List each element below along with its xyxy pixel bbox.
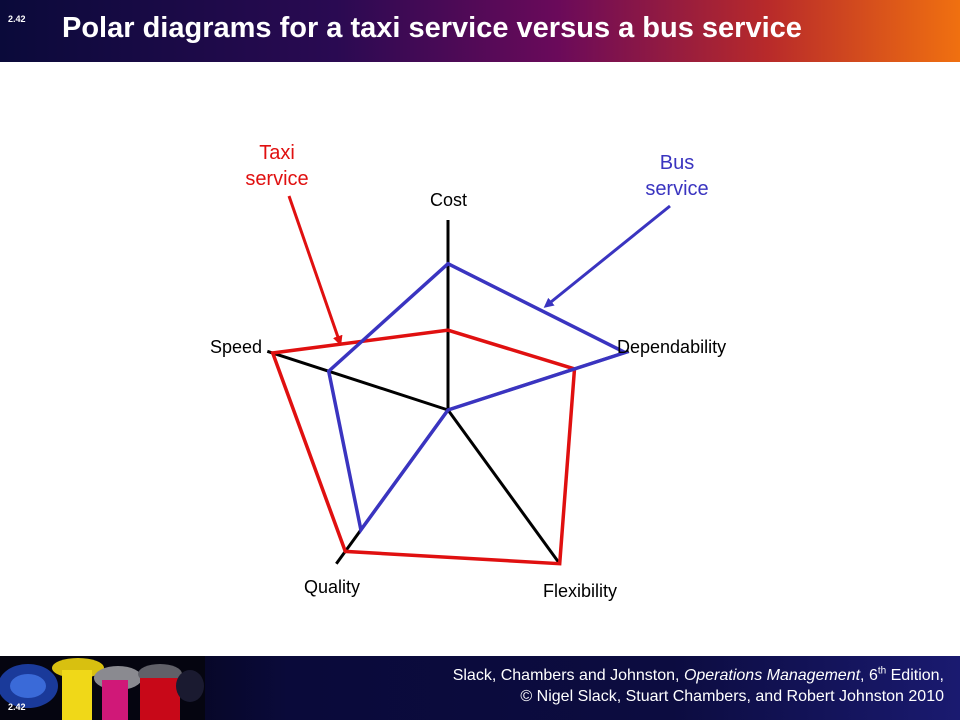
citation-authors: Slack, Chambers and Johnston, <box>452 667 684 684</box>
footer-bar: 2.42 Slack, Chambers and Johnston, Opera… <box>0 656 960 720</box>
slide-title: Polar diagrams for a taxi service versus… <box>62 12 802 44</box>
axis-label-dependability: Dependability <box>617 337 727 357</box>
bus-service-label: Bus service <box>645 152 709 200</box>
bus-callout-arrow <box>543 204 671 308</box>
axis-label-flexibility: Flexibility <box>543 581 618 601</box>
citation-edition-post: Edition, <box>886 667 944 684</box>
taxi-service-label: Taxi service <box>245 142 309 190</box>
taxi-service-polygon <box>270 328 577 566</box>
citation-copyright: © Nigel Slack, Stuart Chambers, and Robe… <box>520 688 944 705</box>
axis-label-cost: Cost <box>430 190 468 210</box>
bus-service-polygon <box>326 261 630 535</box>
axis-label-quality: Quality <box>304 577 361 597</box>
slide-number-footer: 2.42 <box>8 702 26 712</box>
citation: Slack, Chambers and Johnston, Operations… <box>453 665 944 707</box>
series <box>270 261 630 566</box>
axis-flexibility <box>446 409 561 565</box>
polar-diagram: Cost Dependability Flexibility Quality S… <box>0 62 960 656</box>
taxi-callout-arrow <box>287 195 343 346</box>
axis-speed <box>266 349 449 412</box>
citation-book: Operations Management <box>683 667 861 684</box>
axis-label-speed: Speed <box>210 337 263 357</box>
citation-edition: , 6 <box>860 667 878 684</box>
paint-cans-image <box>0 656 205 720</box>
title-bar: 2.42 Polar diagrams for a taxi service v… <box>0 0 960 62</box>
polar-diagram-svg <box>266 195 671 566</box>
citation-edition-sup: th <box>877 665 887 677</box>
slide-number: 2.42 <box>8 14 26 24</box>
